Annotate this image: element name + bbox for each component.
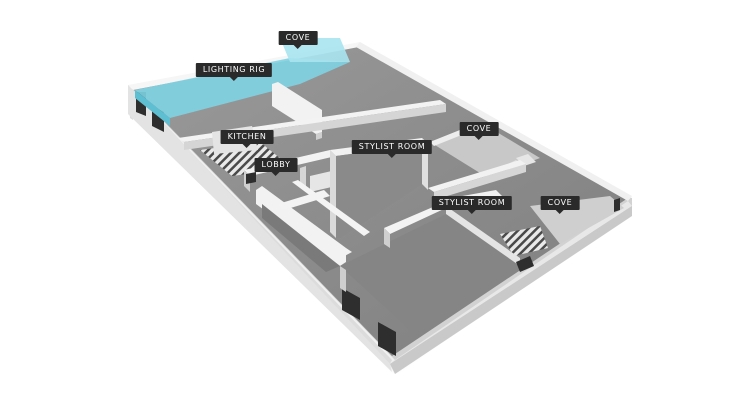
lobby-desk	[310, 170, 336, 192]
window-east	[614, 198, 620, 212]
label-kitchen: KITCHEN	[220, 130, 274, 148]
label-lobby: LOBBY	[254, 158, 298, 176]
stylist-room-2-wall-east	[446, 206, 520, 268]
hatched-stair-right	[500, 226, 548, 256]
door-large-room	[516, 256, 534, 272]
south-wall-face	[390, 206, 632, 374]
west-wall-outer	[128, 85, 392, 372]
interior-wall-long	[256, 186, 346, 266]
label-cove-right-lower: COVE	[540, 196, 580, 214]
window-west-4	[378, 322, 396, 356]
lobby-wall-divider	[300, 166, 306, 188]
lower-left-room-wall	[278, 190, 330, 210]
west-wall-face	[128, 85, 392, 364]
label-lighting-rig: LIGHTING RIG	[195, 63, 273, 81]
label-stylist-room-1: STYLIST ROOM	[351, 140, 433, 158]
label-cove-top: COVE	[278, 31, 318, 49]
stylist-room-1-wall-west	[330, 150, 336, 238]
window-west-3	[342, 288, 360, 320]
lighting-rig-wall	[135, 90, 170, 126]
large-room-floor	[340, 214, 520, 330]
outer-wall-top-east	[356, 42, 632, 201]
lighting-rig-area	[135, 58, 350, 118]
label-cove-right-upper: COVE	[459, 122, 499, 140]
lower-left-room-floor	[262, 204, 340, 272]
stylist-room-1-floor	[336, 144, 422, 238]
lobby-door	[246, 172, 256, 184]
stylist-room-2-wall-west	[384, 204, 446, 234]
label-stylist-room-2: STYLIST ROOM	[431, 196, 513, 214]
divider-wall-right	[428, 160, 526, 192]
outer-wall-top-south	[390, 201, 632, 364]
